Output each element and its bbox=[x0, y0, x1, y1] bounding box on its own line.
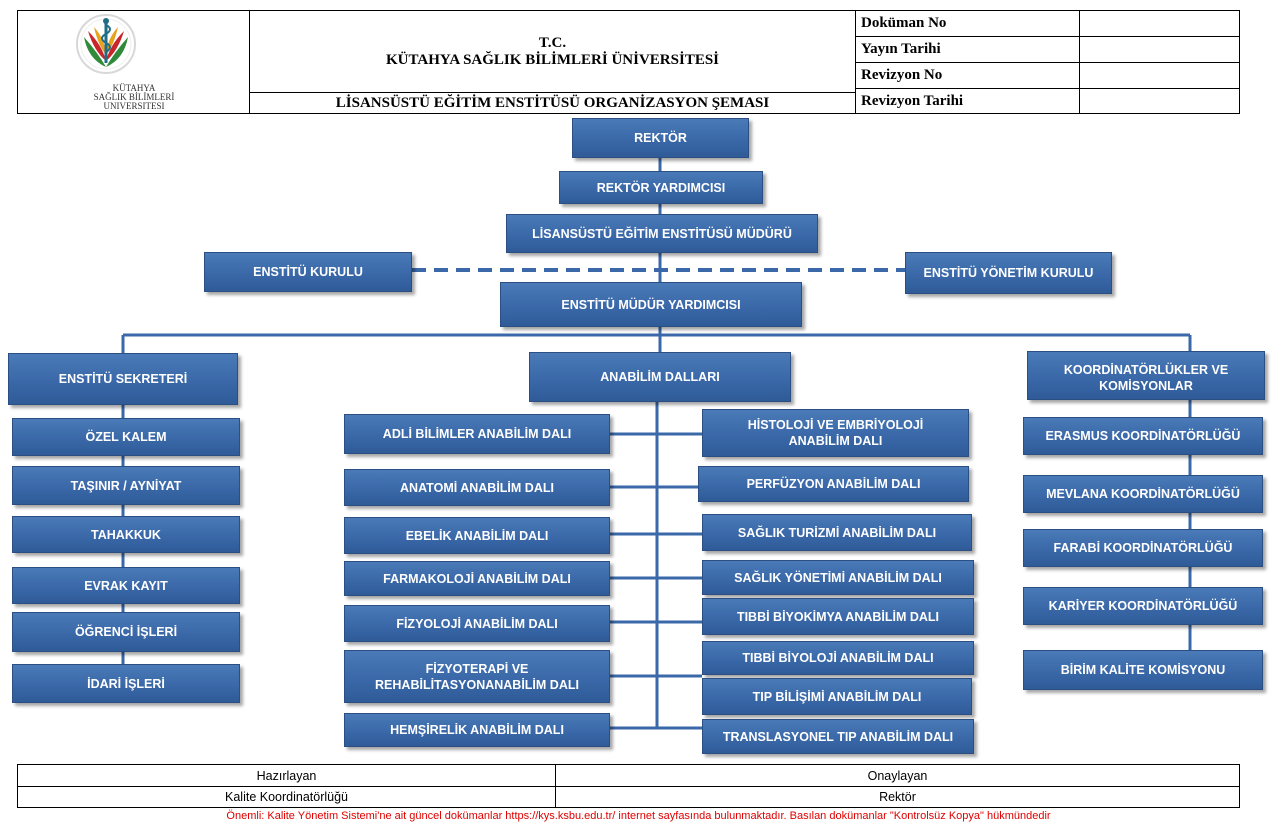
dept-fizyoterapi-line1: FİZYOTERAPİ VE bbox=[425, 661, 529, 676]
dept-translasyonel-tip: TRANSLASYONEL TIP ANABİLİM DALI bbox=[702, 719, 974, 754]
university-logo-icon bbox=[76, 14, 136, 74]
unit-idari-isleri: İDARİ İŞLERİ bbox=[12, 664, 240, 703]
approved-by: Rektör bbox=[879, 790, 916, 804]
dept-hemsirelik: HEMŞİRELİK ANABİLİM DALI bbox=[344, 713, 610, 747]
dept-histoloji-line1: HİSTOLOJİ VE EMBRİYOLOJİ bbox=[747, 418, 924, 432]
dept-tibbi-biyokimya: TIBBİ BİYOKİMYA ANABİLİM DALI bbox=[702, 598, 974, 635]
coord-farabi: FARABİ KOORDİNATÖRLÜĞÜ bbox=[1023, 529, 1263, 567]
logo-text-line1: KÜTAHYA bbox=[112, 83, 156, 93]
coord-kariyer: KARİYER KOORDİNATÖRLÜĞÜ bbox=[1023, 587, 1263, 625]
koordinatorlukler-box: KOORDİNATÖRLÜKLER VE KOMİSYONLAR bbox=[1027, 351, 1265, 400]
document-subtitle: LİSANSÜSTÜ EĞİTİM ENSTİTÜSÜ ORGANİZASYON… bbox=[250, 93, 856, 113]
anabilim-dallari-box: ANABİLİM DALLARI bbox=[529, 352, 791, 402]
logo-text-line3: ÜNİVERSİTESİ bbox=[103, 102, 165, 111]
meta-value-document-no bbox=[1080, 11, 1239, 37]
unit-evrak-kayit: EVRAK KAYIT bbox=[12, 567, 240, 604]
dept-ebelik: EBELİK ANABİLİM DALI bbox=[344, 517, 610, 554]
page-title: KÜTAHYA SAĞLIK BİLİMLERİ ÜNİVERSİTESİ bbox=[385, 51, 720, 68]
prepared-by: Kalite Koordinatörlüğü bbox=[18, 787, 556, 807]
enstitu-yonetim-kurulu-box: ENSTİTÜ YÖNETİM KURULU bbox=[905, 252, 1112, 294]
approved-label: Onaylayan bbox=[556, 765, 1239, 787]
dept-histoloji: HİSTOLOJİ VE EMBRİYOLOJİ ANABİLİM DALI bbox=[702, 409, 969, 457]
koordinatorlukler-label-line1: KOORDİNATÖRLÜKLER VE bbox=[1063, 363, 1229, 377]
meta-label-revision-date: Revizyon Tarihi bbox=[856, 89, 1080, 113]
meta-label-publish-date: Yayın Tarihi bbox=[856, 37, 1080, 63]
dept-fizyoterapi-line2: REHABİLİTASYONANABİLİM DALI bbox=[375, 677, 579, 692]
rektor-box: REKTÖR bbox=[572, 118, 749, 158]
dept-adli-bilimler: ADLİ BİLİMLER ANABİLİM DALI bbox=[344, 414, 610, 454]
dept-saglik-yonetimi: SAĞLIK YÖNETİMİ ANABİLİM DALI bbox=[702, 560, 974, 595]
document-header: KÜTAHYA SAĞLIK BİLİMLERİ ÜNİVERSİTESİ T.… bbox=[17, 10, 1240, 114]
meta-value-revision-no bbox=[1080, 63, 1239, 89]
rektor-yardimcisi-box: REKTÖR YARDIMCISI bbox=[559, 171, 763, 204]
logo-text-line2: SAĞLIK BİLİMLERİ bbox=[93, 92, 175, 102]
dept-anatomi: ANATOMİ ANABİLİM DALI bbox=[344, 469, 610, 506]
coord-erasmus: ERASMUS KOORDİNATÖRLÜĞÜ bbox=[1023, 417, 1263, 455]
enstitu-sekreteri-box: ENSTİTÜ SEKRETERİ bbox=[8, 353, 238, 405]
coord-birim-kalite: BİRİM KALİTE KOMİSYONU bbox=[1023, 650, 1263, 690]
prepared-label: Hazırlayan bbox=[18, 765, 556, 787]
unit-ozel-kalem: ÖZEL KALEM bbox=[12, 418, 240, 456]
enstitu-mudur-yardimcisi-box: ENSTİTÜ MÜDÜR YARDIMCISI bbox=[500, 282, 802, 327]
enstitu-kurulu-box: ENSTİTÜ KURULU bbox=[204, 252, 412, 292]
dept-farmakoloji: FARMAKOLOJİ ANABİLİM DALI bbox=[344, 561, 610, 596]
meta-label-revision-no: Revizyon No bbox=[856, 63, 1080, 89]
unit-ogrenci-isleri: ÖĞRENCİ İŞLERİ bbox=[12, 612, 240, 652]
coord-mevlana: MEVLANA KOORDİNATÖRLÜĞÜ bbox=[1023, 475, 1263, 513]
dept-histoloji-line2: ANABİLİM DALI bbox=[788, 434, 883, 448]
logo-cell: KÜTAHYA SAĞLIK BİLİMLERİ ÜNİVERSİTESİ bbox=[18, 11, 250, 113]
dept-tibbi-biyoloji: TIBBİ BİYOLOJİ ANABİLİM DALI bbox=[702, 641, 974, 675]
koordinatorlukler-label-line2: KOMİSYONLAR bbox=[1099, 379, 1193, 393]
dept-fizyoterapi: FİZYOTERAPİ VE REHABİLİTASYONANABİLİM DA… bbox=[344, 650, 610, 703]
enstitu-muduru-box: LİSANSÜSTÜ EĞİTİM ENSTİTÜSÜ MÜDÜRÜ bbox=[506, 214, 818, 253]
approval-table: Hazırlayan Onaylayan Kalite Koordinatörl… bbox=[17, 764, 1240, 808]
dept-tip-bilisimi: TIP BİLİŞİMİ ANABİLİM DALI bbox=[702, 678, 972, 715]
title-line1: T.C. bbox=[538, 34, 567, 51]
meta-value-publish-date bbox=[1080, 37, 1239, 63]
dept-perfuzyon: PERFÜZYON ANABİLİM DALI bbox=[698, 466, 969, 502]
title-cell: T.C. KÜTAHYA SAĞLIK BİLİMLERİ ÜNİVERSİTE… bbox=[250, 11, 856, 93]
dept-saglik-turizmi: SAĞLIK TURİZMİ ANABİLİM DALI bbox=[702, 514, 972, 551]
unit-tasinir-ayniyat: TAŞINIR / AYNİYAT bbox=[12, 466, 240, 505]
document-notice: Önemli: Kalite Yönetim Sistemi'ne ait gü… bbox=[226, 810, 1051, 822]
dept-fizyoloji: FİZYOLOJİ ANABİLİM DALI bbox=[344, 605, 610, 642]
meta-label-document-no: Doküman No bbox=[856, 11, 1080, 37]
unit-tahakkuk: TAHAKKUK bbox=[12, 516, 240, 553]
